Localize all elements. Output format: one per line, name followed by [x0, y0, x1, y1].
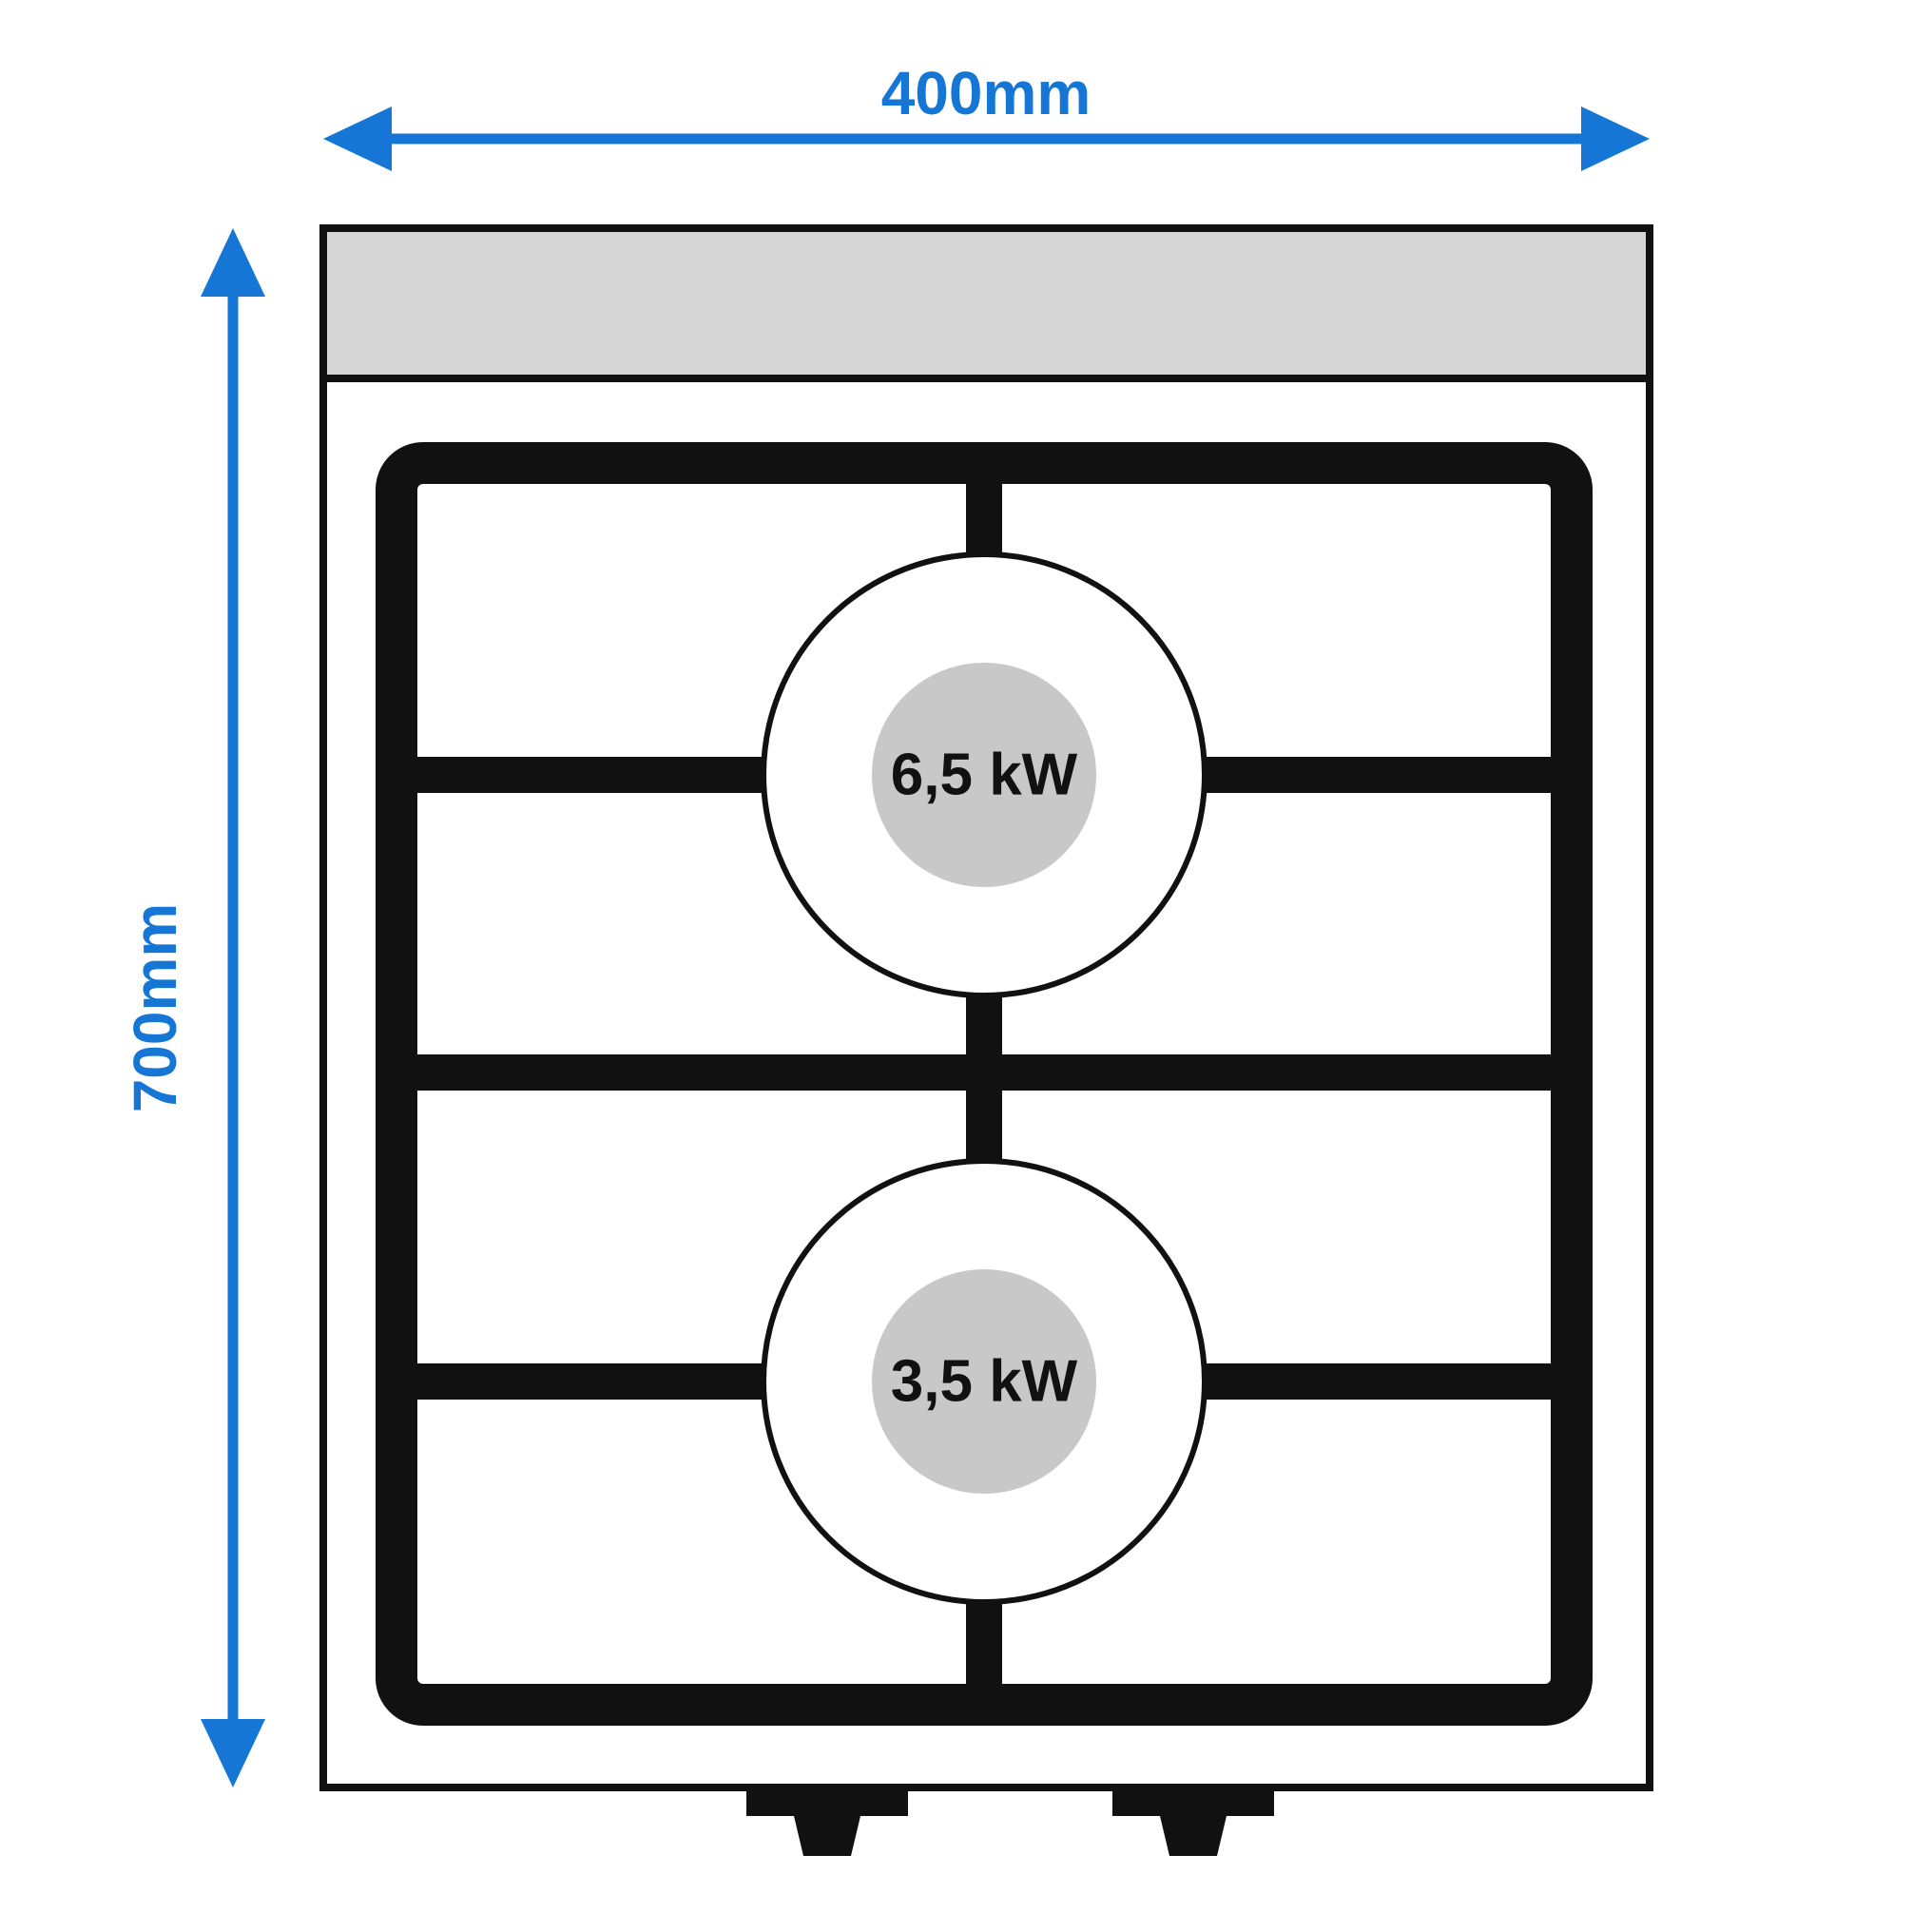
control-knobs: [746, 1786, 1274, 1856]
knob-left-stem: [794, 1816, 860, 1856]
width-dimension: 400mm: [323, 59, 1650, 171]
width-dimension-label: 400mm: [881, 59, 1092, 127]
back-panel: [319, 224, 1653, 382]
arrowhead-up-icon: [201, 228, 265, 297]
burner-bottom-center: [872, 1269, 1096, 1494]
burner-bottom: 3,5 kW: [761, 1158, 1208, 1605]
stove-body: 6,5 kW 3,5 kW: [319, 224, 1653, 1856]
arrowhead-left-icon: [323, 106, 392, 171]
burner-bottom-power-label: 3,5 kW: [891, 1349, 1078, 1415]
burner-top-power-label: 6,5 kW: [891, 743, 1078, 808]
knob-left-base: [746, 1786, 908, 1816]
height-dimension-label: 700mm: [121, 903, 189, 1113]
knob-right: [1112, 1786, 1274, 1856]
knob-right-stem: [1160, 1816, 1227, 1856]
height-dimension: 700mm: [121, 228, 265, 1787]
arrowhead-right-icon: [1581, 106, 1650, 171]
burner-top: 6,5 kW: [761, 551, 1208, 998]
knob-left: [746, 1786, 908, 1856]
grate-frame: [376, 442, 1593, 1726]
knob-right-base: [1112, 1786, 1274, 1816]
arrowhead-down-icon: [201, 1719, 265, 1787]
burner-top-center: [872, 663, 1096, 887]
